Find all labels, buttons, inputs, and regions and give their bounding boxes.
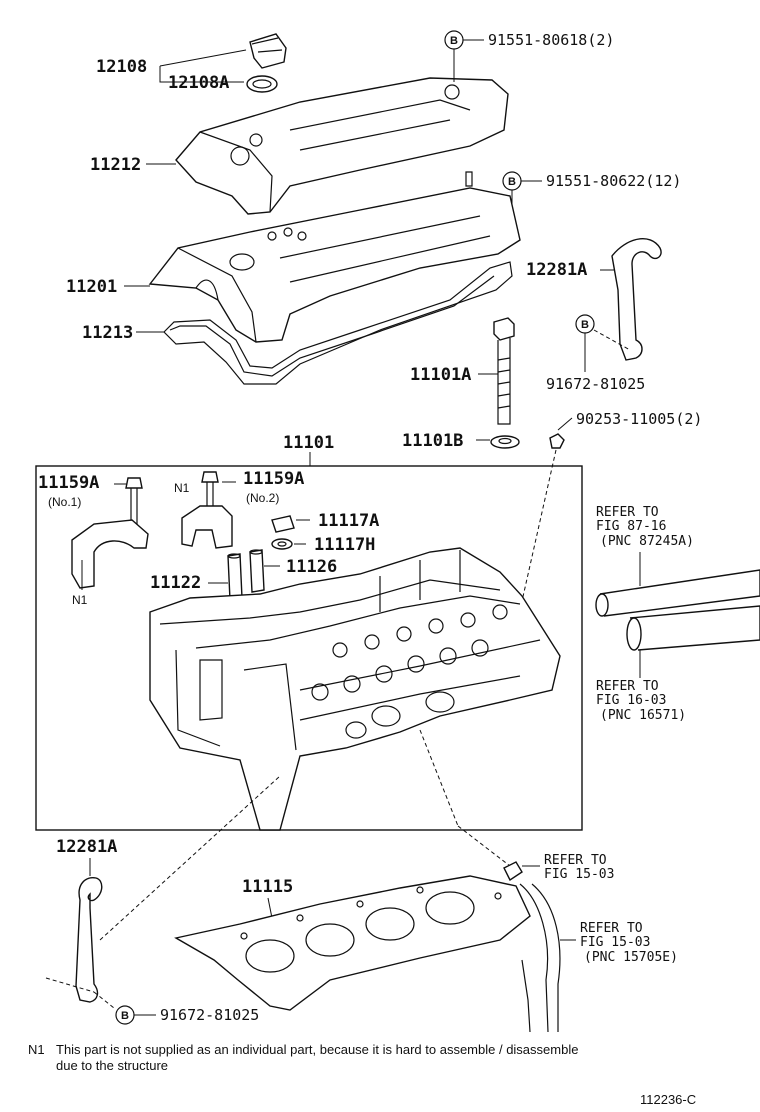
callout-11213[interactable]: 11213 <box>82 323 133 343</box>
label-no1: (No.1) <box>48 495 81 509</box>
callout-11117H[interactable]: 11117H <box>314 535 375 555</box>
ref-87-16-line3: (PNC 87245A) <box>600 534 694 549</box>
callout-12108[interactable]: 12108 <box>96 57 147 77</box>
ref-15-03-b-line1: REFER TO <box>580 921 643 936</box>
head-cover-gasket-part[interactable] <box>163 261 513 385</box>
stud-part[interactable] <box>549 433 565 449</box>
ref-15-03-b-line2[interactable]: FIG 15-03 <box>580 935 650 950</box>
callout-11212[interactable]: 11212 <box>90 155 141 175</box>
footnote-line2: due to the structure <box>56 1058 168 1073</box>
camshaft-bearing-cap-2-part[interactable] <box>181 505 233 549</box>
callout-11159A-2[interactable]: 11159A <box>243 469 304 489</box>
label-n1-a: N1 <box>72 593 88 607</box>
cylinder-head-cover-11212-part[interactable] <box>175 77 509 215</box>
head-bolt-part[interactable] <box>493 317 515 425</box>
ref-16-03-line3: (PNC 16571) <box>600 708 686 723</box>
callout-12108A[interactable]: 12108A <box>168 73 229 93</box>
callout-11159A-1[interactable]: 11159A <box>38 473 99 493</box>
footnote-marker: N1 <box>28 1042 45 1057</box>
ref-15-03-a-line1: REFER TO <box>544 853 607 868</box>
callout-11115[interactable]: 11115 <box>242 877 293 897</box>
callout-11122[interactable]: 11122 <box>150 573 201 593</box>
callout-11117A[interactable]: 11117A <box>318 511 379 531</box>
figure-id: 112236-C <box>640 1092 696 1107</box>
bolt-91672-81025-top[interactable]: 91672-81025 <box>546 375 645 393</box>
ref-87-16-line1: REFER TO <box>596 505 659 520</box>
valve-guide-11122-part[interactable] <box>227 553 243 601</box>
callout-11101[interactable]: 11101 <box>283 433 334 453</box>
callout-11126[interactable]: 11126 <box>286 557 337 577</box>
bolt-circle-b2: B <box>508 176 516 188</box>
ref-87-16-line2[interactable]: FIG 87-16 <box>596 519 666 534</box>
small-hose-clamp-part[interactable] <box>503 861 523 882</box>
ref-16-03-line1: REFER TO <box>596 679 659 694</box>
callout-11201[interactable]: 11201 <box>66 277 117 297</box>
ref-15-03-a-line2[interactable]: FIG 15-03 <box>544 867 614 882</box>
bolt-circle-b5: B <box>121 1010 129 1022</box>
bolt-90253-11005[interactable]: 90253-11005(2) <box>576 410 702 428</box>
engine-hanger-bottom-part[interactable] <box>75 877 103 1003</box>
label-n1-b: N1 <box>174 481 190 495</box>
camshaft-bearing-cap-1-part[interactable] <box>71 519 149 589</box>
valve-guide-11126-part[interactable] <box>249 549 265 593</box>
callout-12281A-top[interactable]: 12281A <box>526 260 587 280</box>
engine-hanger-top-part[interactable] <box>611 238 662 361</box>
bolt-circle-b1: B <box>450 35 458 47</box>
cylinder-head-part[interactable] <box>149 547 561 831</box>
cam-bearing-cap-bolt-1[interactable] <box>125 477 143 533</box>
dipstick-guide-part[interactable] <box>519 883 561 1033</box>
head-gasket-part[interactable] <box>174 875 531 1011</box>
head-bolt-washer-part[interactable] <box>490 435 520 449</box>
ref-15-03-b-line3: (PNC 15705E) <box>584 950 678 965</box>
bolt-91672-81025-bottom[interactable]: 91672-81025 <box>160 1006 259 1024</box>
label-no2: (No.2) <box>246 491 279 505</box>
oil-filler-cap-part[interactable] <box>249 33 287 69</box>
callout-11101A[interactable]: 11101A <box>410 365 471 385</box>
cylinder-head-cover-11201-part[interactable] <box>148 171 521 343</box>
callout-11101B[interactable]: 11101B <box>402 431 463 451</box>
bolt-91551-80622[interactable]: 91551-80622(12) <box>546 172 681 190</box>
bolt-91551-80618[interactable]: 91551-80618(2) <box>488 31 614 49</box>
plug-gasket-part[interactable] <box>271 538 293 550</box>
ref-16-03-line2[interactable]: FIG 16-03 <box>596 693 666 708</box>
footnote-line1: This part is not supplied as an individu… <box>56 1042 578 1057</box>
plug-part[interactable] <box>271 515 295 533</box>
bolt-circle-b3: B <box>581 319 589 331</box>
callout-12281A-bottom[interactable]: 12281A <box>56 837 117 857</box>
pipe-16-03-part[interactable] <box>626 605 760 651</box>
pipe-87-16-part[interactable] <box>595 569 760 617</box>
oil-filler-gasket-part[interactable] <box>246 75 278 93</box>
cylinder-head-frame <box>35 465 583 831</box>
